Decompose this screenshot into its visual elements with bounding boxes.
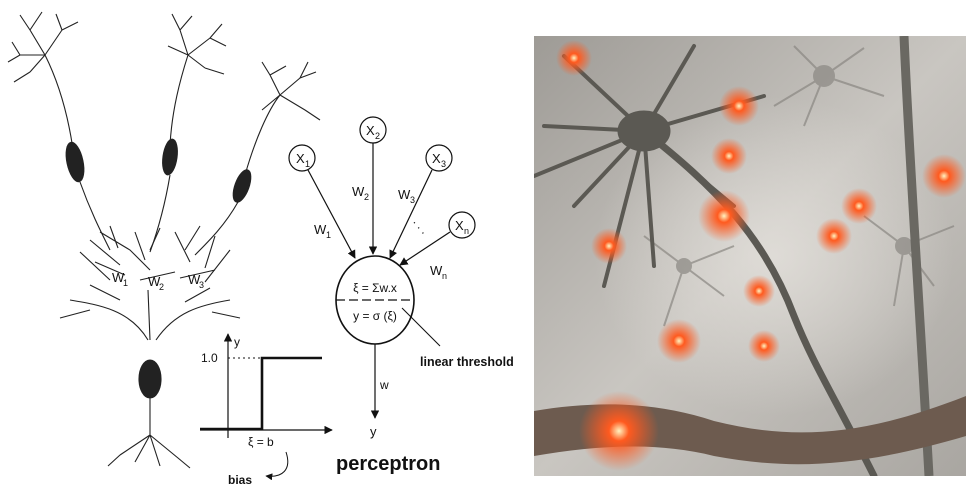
svg-text:1: 1 [123, 278, 128, 288]
neuron-weight-label-2: W 2 [148, 274, 164, 292]
ellipsis-dots: . . . [411, 215, 432, 237]
input-node-xn: X n [449, 212, 475, 238]
svg-text:2: 2 [364, 192, 369, 202]
svg-text:n: n [464, 226, 469, 236]
input-node-x2: X 2 [360, 117, 386, 143]
svg-text:1: 1 [326, 230, 331, 240]
svg-text:2: 2 [375, 131, 380, 141]
input-weight-w1: W 1 [314, 222, 331, 240]
step-function-graph: y 1.0 ξ = b bias [200, 334, 332, 485]
output-weight-label: w [379, 378, 389, 392]
svg-text:n: n [442, 271, 447, 281]
svg-text:3: 3 [199, 280, 204, 290]
graph-y-axis-label: y [234, 335, 240, 349]
soma-receiving [139, 360, 161, 398]
svg-text:X: X [366, 123, 375, 138]
soma-2 [161, 138, 180, 176]
svg-text:X: X [455, 218, 464, 233]
activation-formula: y = σ (ξ) [353, 309, 397, 323]
svg-text:1: 1 [305, 159, 310, 169]
input-weight-w3: W 3 [398, 187, 415, 205]
svg-text:3: 3 [441, 159, 446, 169]
output-y-label: y [370, 424, 377, 439]
input-weight-w2: W 2 [352, 184, 369, 202]
sum-formula: ξ = Σw.x [353, 281, 397, 295]
linear-threshold-label: linear threshold [420, 355, 514, 369]
graph-y-tick: 1.0 [201, 351, 218, 365]
bias-label: bias [228, 473, 252, 485]
soma-3 [230, 168, 255, 205]
input-node-x3: X 3 [426, 145, 452, 171]
neuron-network-render [534, 36, 966, 476]
neuron-weight-label-3: W 3 [188, 272, 204, 290]
biological-neuron-drawing [8, 12, 320, 468]
svg-text:X: X [432, 151, 441, 166]
graph-x-tick: ξ = b [248, 435, 274, 449]
perceptron-title: perceptron [336, 453, 440, 475]
summation-node: ξ = Σw.x y = σ (ξ) [336, 256, 414, 344]
soma-1 [63, 141, 87, 183]
svg-text:2: 2 [159, 282, 164, 292]
svg-text:X: X [296, 151, 305, 166]
input-weight-wn: W n [430, 263, 447, 281]
input-node-x1: X 1 [289, 145, 315, 171]
perceptron-diagram: W 1 W 2 W 3 X 1 X 2 X 3 X n W 1 [0, 0, 530, 485]
neuron-weight-label-1: W 1 [112, 270, 128, 288]
svg-text:3: 3 [410, 195, 415, 205]
